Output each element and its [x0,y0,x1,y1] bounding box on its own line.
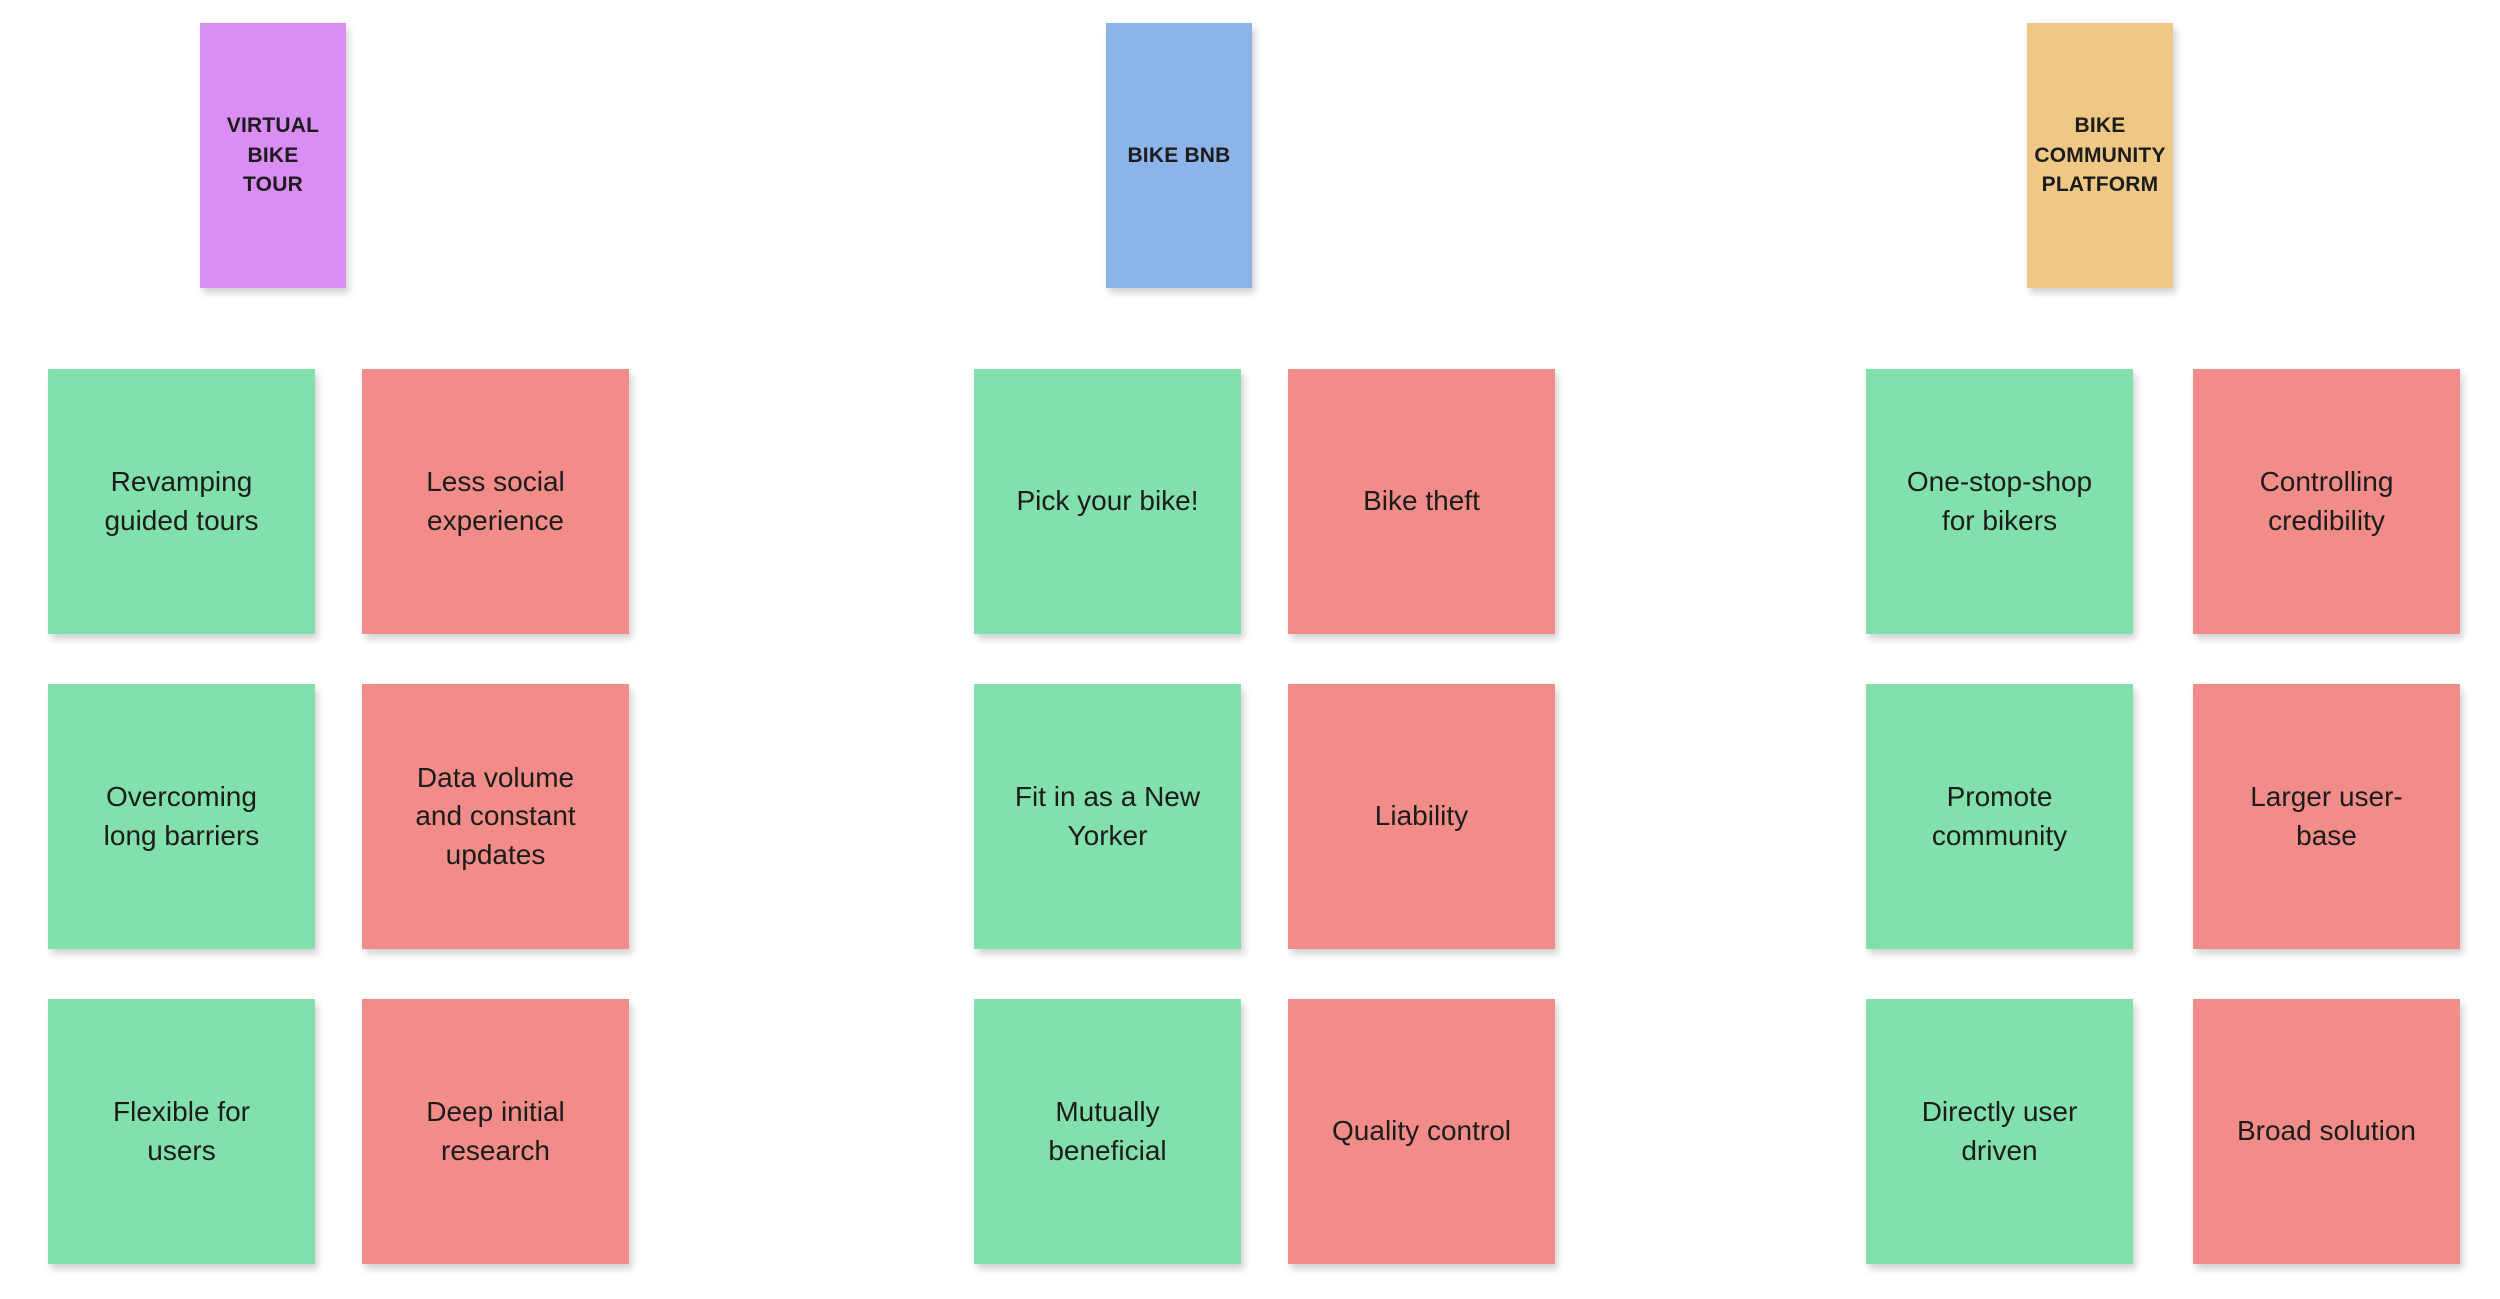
con-note[interactable]: Less social experience [362,369,629,634]
con-note[interactable]: Controlling credibility [2193,369,2460,634]
pro-note[interactable]: One-stop-shop for bikers [1866,369,2133,634]
con-note[interactable]: Bike theft [1288,369,1555,634]
con-note[interactable]: Broad solution [2193,999,2460,1264]
concept-header-note[interactable]: BIKE BNB [1106,23,1252,288]
con-note[interactable]: Quality control [1288,999,1555,1264]
pro-note[interactable]: Promote community [1866,684,2133,949]
con-note[interactable]: Deep initial research [362,999,629,1264]
pro-note[interactable]: Overcoming long barriers [48,684,315,949]
pro-note[interactable]: Revamping guided tours [48,369,315,634]
concept-header-note[interactable]: VIRTUAL BIKE TOUR [200,23,346,288]
pro-note[interactable]: Directly user driven [1866,999,2133,1264]
pro-note[interactable]: Fit in as a New Yorker [974,684,1241,949]
con-note[interactable]: Data volume and constant updates [362,684,629,949]
concept-header-note[interactable]: BIKE COMMUNITY PLATFORM [2027,23,2173,288]
pro-note[interactable]: Flexible for users [48,999,315,1264]
con-note[interactable]: Liability [1288,684,1555,949]
pro-note[interactable]: Mutually beneficial [974,999,1241,1264]
con-note[interactable]: Larger user- base [2193,684,2460,949]
pro-note[interactable]: Pick your bike! [974,369,1241,634]
